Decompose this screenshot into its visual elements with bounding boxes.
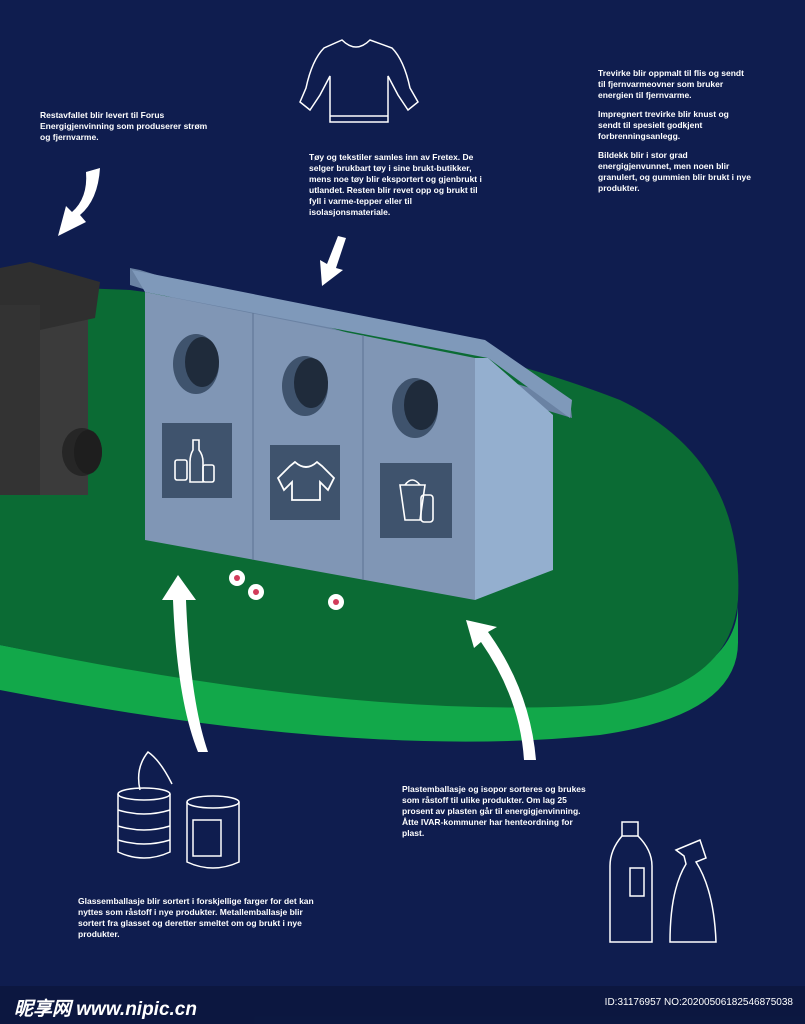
wood-caption-block: Trevirke blir oppmalt til flis og sendt …: [598, 68, 753, 202]
textile-caption: Tøy og tekstiler samles inn av Fretex. D…: [309, 152, 482, 217]
arrow-plastic: [466, 620, 536, 760]
sweater-icon: [299, 39, 419, 123]
arrow-textile: [320, 236, 346, 286]
tshirt-icon: [276, 460, 336, 501]
arrow-glass-metal: [162, 575, 208, 752]
arrow-residual: [58, 168, 100, 236]
tyre-caption: Bildekk blir i stor grad energigjenvunne…: [598, 150, 752, 193]
plastic-caption: Plastemballasje og isopor sorteres og br…: [402, 784, 586, 838]
plastic-bag-icon: [399, 479, 434, 523]
residual-caption: Restavfallet blir levert til Forus Energ…: [40, 110, 208, 142]
footer-id: ID:31176957 NO:20200506182546875038: [604, 997, 793, 1008]
glass-metal-caption: Glassemballasje blir sortert i forskjell…: [78, 896, 314, 939]
footer-logo: 昵享网 www.nipic.cn: [14, 999, 197, 1020]
wood-caption-2: Impregnert trevirke blir knust og sendt …: [598, 109, 729, 141]
bottles-icon: [609, 821, 717, 943]
bottle-glass-icon: [174, 439, 215, 483]
cans-icon: [117, 750, 240, 869]
flowers: [229, 570, 344, 610]
residual-waste-bin: [0, 262, 102, 495]
wood-caption-1: Trevirke blir oppmalt til flis og sendt …: [598, 68, 744, 100]
recycling-station: [130, 268, 572, 600]
footer-bar: [0, 986, 805, 1024]
